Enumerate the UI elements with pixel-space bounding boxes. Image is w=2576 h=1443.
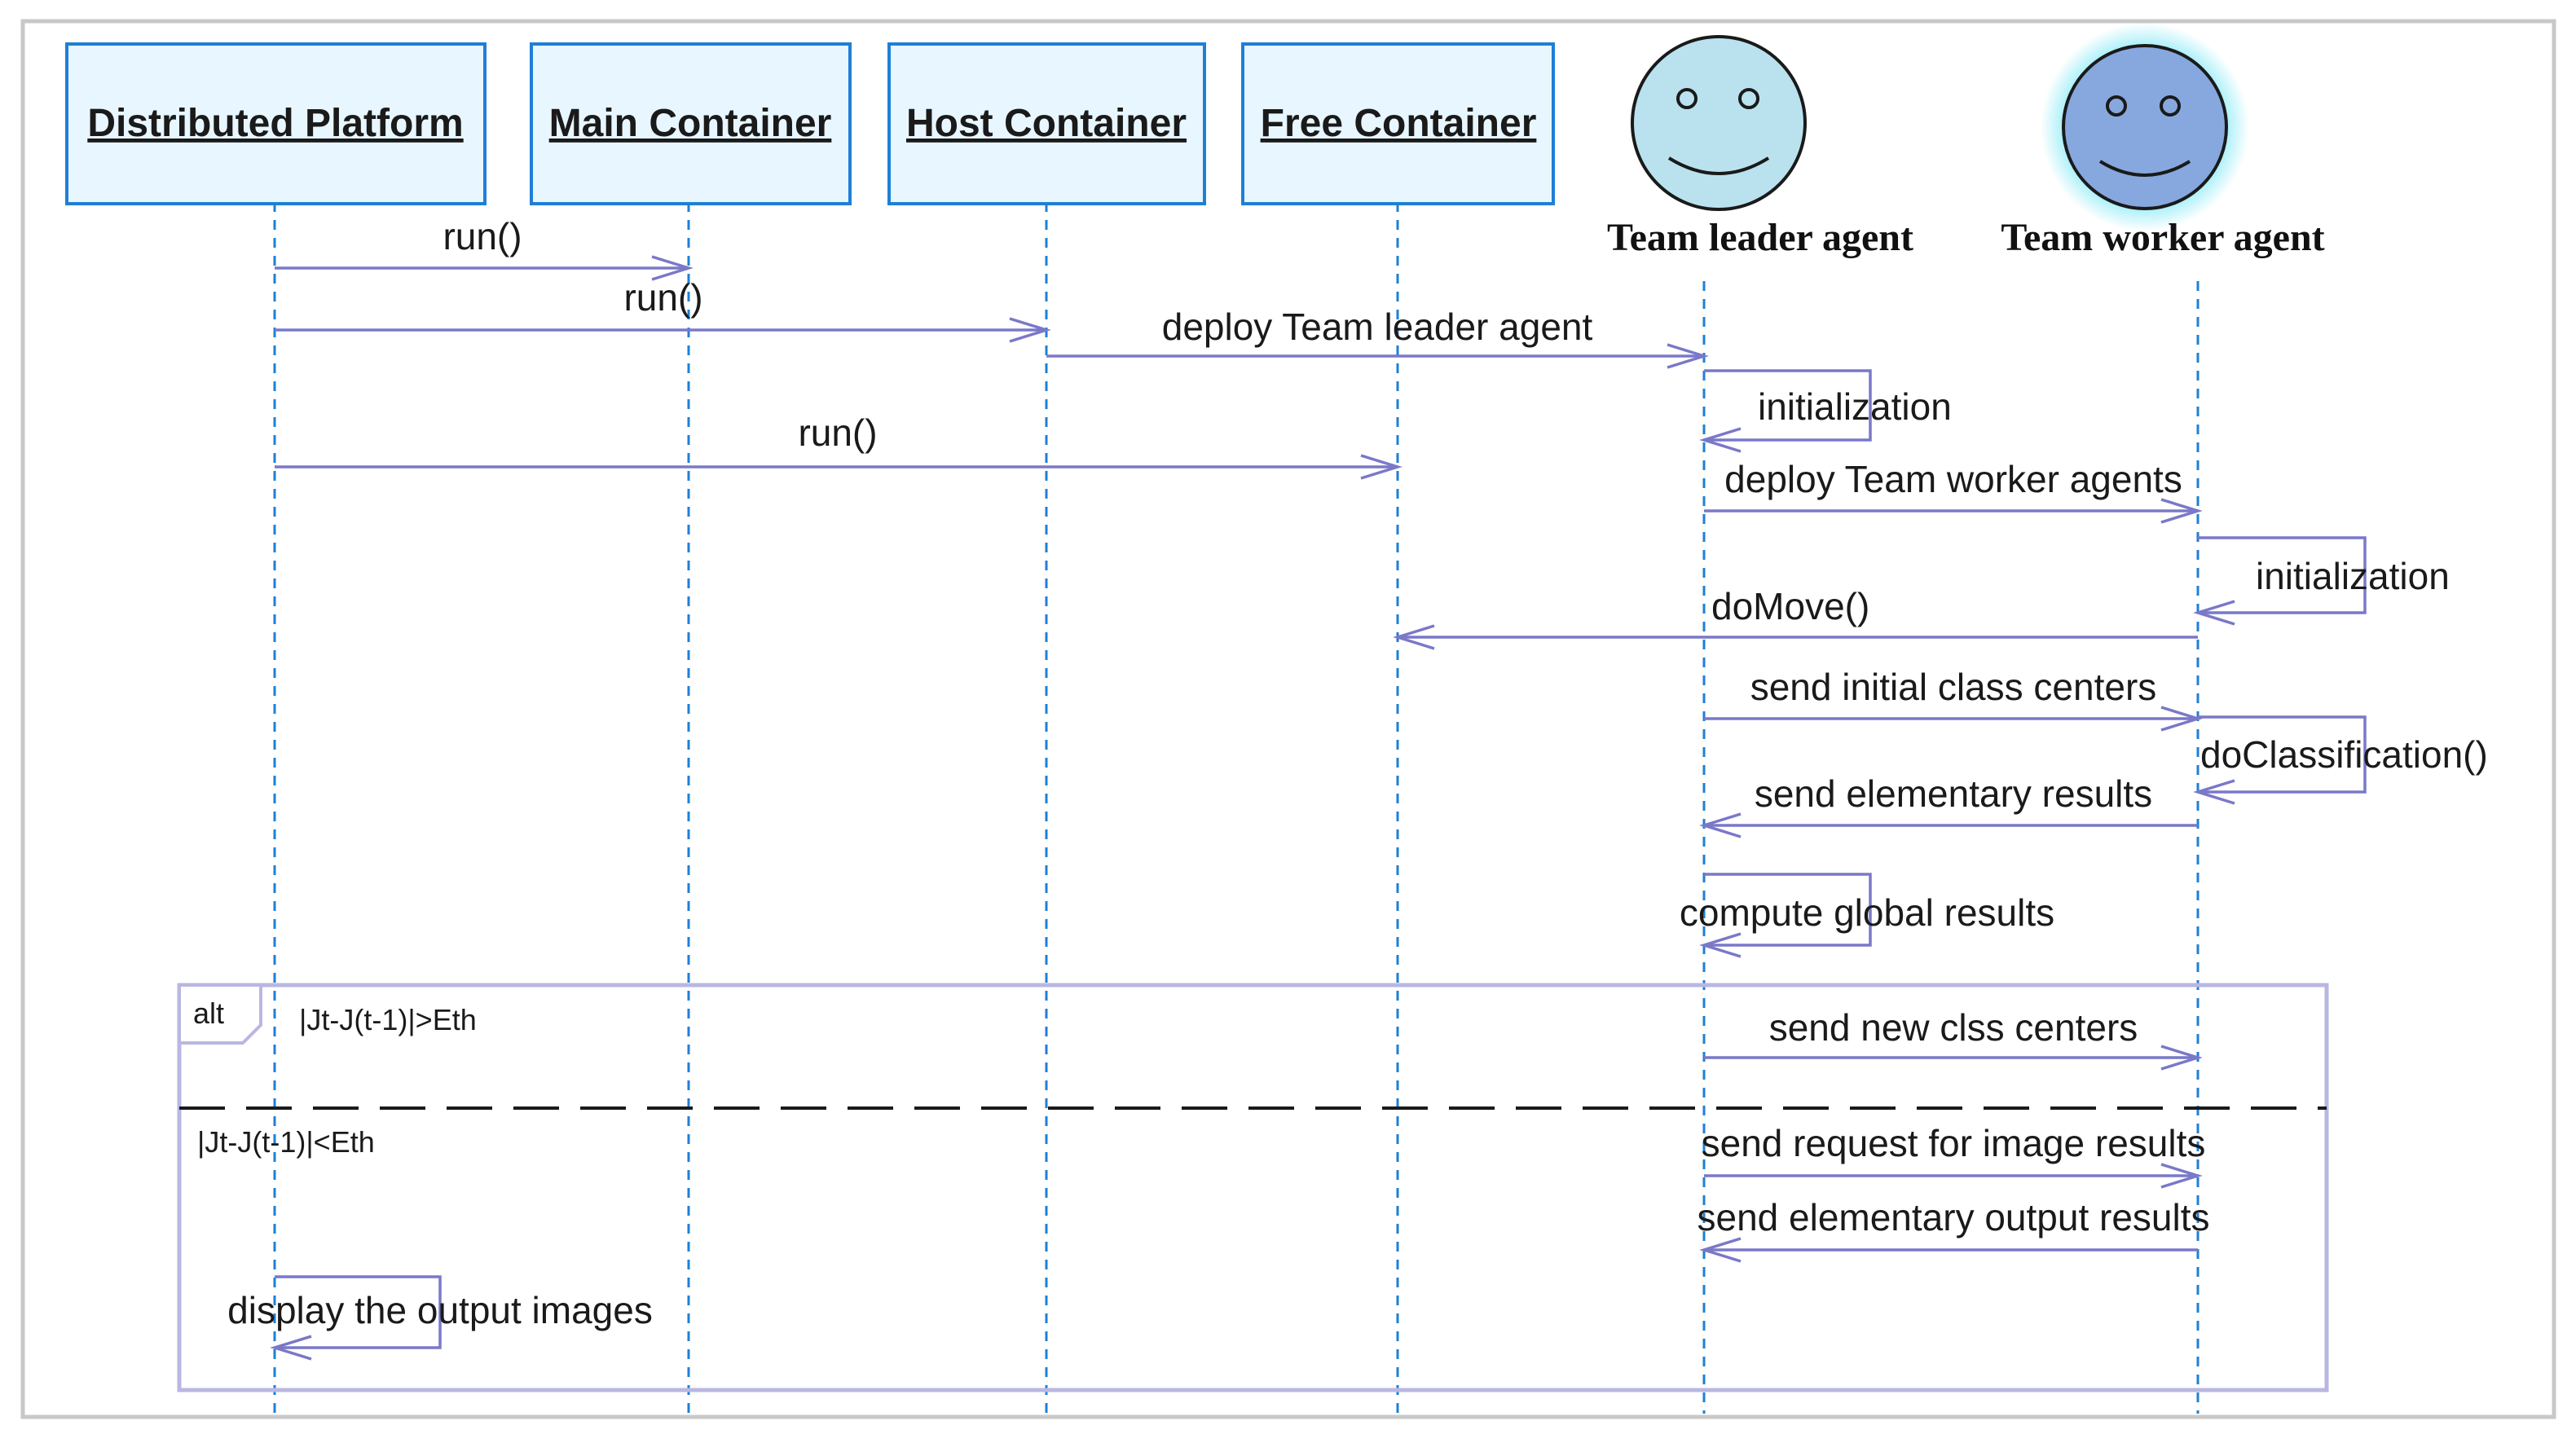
message-deploy-team-workers[interactable]: deploy Team worker agents bbox=[1704, 458, 2203, 524]
message-run-free-container[interactable]: run() bbox=[275, 411, 1402, 480]
alt-operator-label: alt bbox=[193, 996, 224, 1030]
message-run-host-container[interactable]: run() bbox=[275, 276, 1051, 343]
message-label: send elementary output results bbox=[1697, 1196, 2209, 1238]
message-initialization-worker[interactable]: initialization bbox=[2193, 536, 2450, 626]
message-label: send elementary results bbox=[1755, 772, 2152, 815]
message-initialization-leader[interactable]: initialization bbox=[1699, 369, 1952, 453]
message-run-main-container[interactable]: run() bbox=[275, 215, 694, 281]
messages: run() run() deploy Team leader agent ini… bbox=[227, 215, 2488, 1361]
message-label: display the output images bbox=[227, 1289, 653, 1331]
message-doclassification[interactable]: doClassification() bbox=[2193, 715, 2488, 805]
actor-team-worker-agent[interactable]: Team worker agent bbox=[2001, 23, 2325, 259]
message-send-elementary-output-results[interactable]: send elementary output results bbox=[1697, 1196, 2210, 1263]
lane-label: Free Container bbox=[1261, 102, 1537, 145]
lane-header-distributed-platform[interactable]: Distributed Platform bbox=[65, 42, 487, 205]
message-send-request-image-results[interactable]: send request for image results bbox=[1702, 1122, 2206, 1189]
alt-frame bbox=[177, 983, 2329, 1392]
message-label: deploy Team worker agents bbox=[1724, 458, 2182, 500]
actor-team-leader-agent[interactable]: Team leader agent bbox=[1607, 35, 1913, 259]
lifelines bbox=[273, 202, 2200, 1414]
lane-label: Main Container bbox=[549, 102, 832, 145]
message-send-initial-class-centers[interactable]: send initial class centers bbox=[1704, 666, 2203, 732]
smiley-face-icon bbox=[2041, 23, 2249, 231]
lane-header-host-container[interactable]: Host Container bbox=[887, 42, 1206, 205]
message-send-elementary-results[interactable]: send elementary results bbox=[1699, 772, 2198, 838]
message-label: send new clss centers bbox=[1769, 1006, 2138, 1049]
message-send-new-class-centers[interactable]: send new clss centers bbox=[1704, 1006, 2203, 1071]
actor-label: Team leader agent bbox=[1607, 216, 1913, 259]
lane-label: Host Container bbox=[906, 102, 1187, 145]
alt-guard-2: |Jt-J(t-1)|<Eth bbox=[197, 1125, 375, 1159]
message-deploy-team-leader[interactable]: deploy Team leader agent bbox=[1046, 306, 1709, 369]
message-label: initialization bbox=[1758, 385, 1952, 428]
message-label: doClassification() bbox=[2200, 733, 2488, 776]
smiley-face-icon bbox=[1631, 35, 1807, 211]
message-label: run() bbox=[798, 411, 877, 454]
message-label: compute global results bbox=[1680, 891, 2054, 934]
lane-label: Distributed Platform bbox=[87, 102, 463, 145]
message-label: send initial class centers bbox=[1750, 666, 2157, 708]
message-label: run() bbox=[623, 276, 702, 319]
message-label: run() bbox=[443, 215, 522, 257]
lane-headers: Distributed Platform Main Container Host… bbox=[65, 42, 1555, 205]
alt-guard-1: |Jt-J(t-1)|>Eth bbox=[299, 1003, 477, 1036]
actor-label: Team worker agent bbox=[2001, 216, 2324, 259]
message-label: send request for image results bbox=[1702, 1122, 2206, 1164]
message-domove[interactable]: doMove() bbox=[1393, 585, 2198, 650]
message-compute-global-results[interactable]: compute global results bbox=[1680, 873, 2054, 958]
alt-fragment[interactable]: alt |Jt-J(t-1)|>Eth |Jt-J(t-1)|<Eth bbox=[177, 983, 2329, 1392]
message-label: deploy Team leader agent bbox=[1162, 306, 1593, 348]
lane-header-main-container[interactable]: Main Container bbox=[530, 42, 852, 205]
message-label: doMove() bbox=[1711, 585, 1869, 627]
message-display-output-images[interactable]: display the output images bbox=[227, 1275, 653, 1361]
lane-header-free-container[interactable]: Free Container bbox=[1241, 42, 1555, 205]
alt-operator-tab bbox=[178, 983, 262, 1045]
message-label: initialization bbox=[2256, 555, 2450, 597]
